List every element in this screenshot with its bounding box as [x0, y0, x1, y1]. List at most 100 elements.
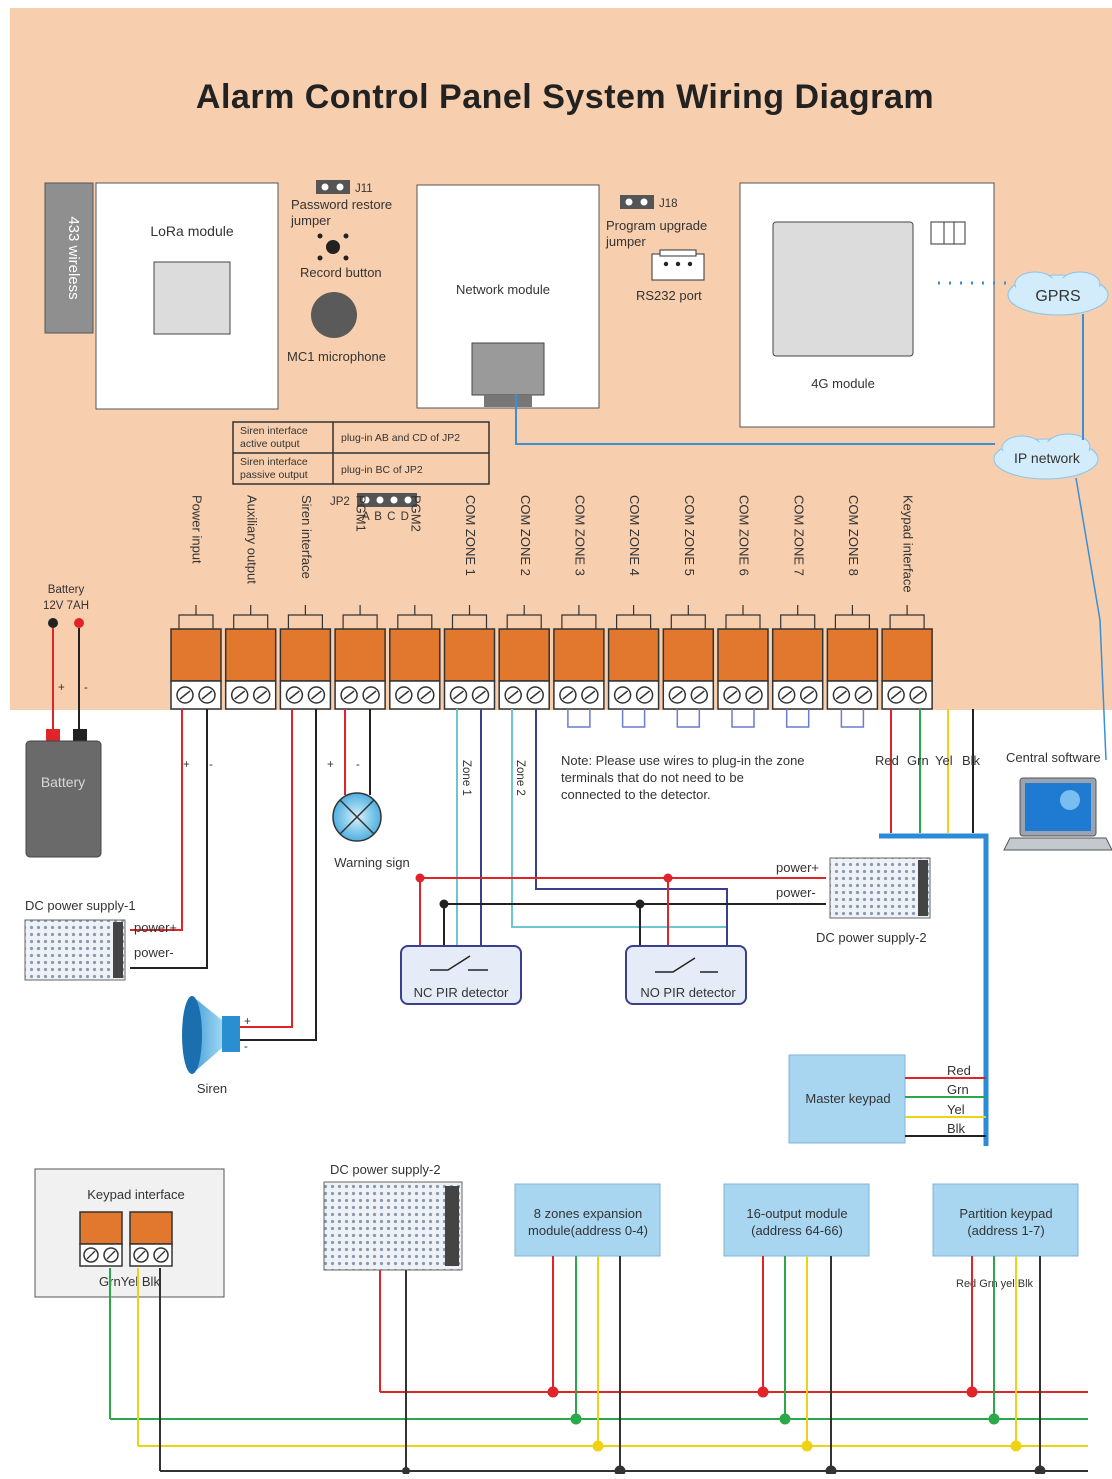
siren-passive-name-1: Siren interface — [240, 456, 308, 468]
terminal-label-13: Keypad interface — [901, 495, 916, 593]
bus-junction — [801, 1440, 813, 1452]
rs232-label: RS232 port — [636, 288, 702, 303]
siren-label: Siren — [197, 1081, 227, 1096]
dc2-minus: power- — [776, 885, 816, 900]
zone-loop-5 — [676, 709, 701, 728]
terminal-1 — [224, 628, 277, 710]
zone1-label: Zone 1 — [460, 760, 472, 796]
sim-card-icon — [930, 221, 966, 245]
terminal-7 — [553, 628, 605, 710]
note-line-3: connected to the detector. — [561, 787, 711, 802]
terminal-12 — [826, 628, 879, 710]
battery-black-terminal — [48, 618, 58, 628]
terminal-label-8: COM ZONE 4 — [627, 495, 642, 576]
zone2-label: Zone 2 — [514, 760, 526, 796]
dc-power-supply-2 — [829, 857, 931, 919]
zone-loop-8 — [840, 709, 865, 728]
battery-spec-1: Battery — [48, 584, 85, 596]
ki-terminal-0 — [79, 1211, 123, 1267]
power-input-plus: + — [183, 759, 190, 771]
terminal-label-2: Siren interface — [299, 495, 314, 579]
zone2-wire-a — [511, 709, 728, 948]
siren-horn-icon — [182, 996, 240, 1074]
pgm-minus: - — [356, 759, 360, 771]
j18-jumper-icon — [620, 195, 654, 209]
4g-chip — [772, 221, 914, 357]
dc-power-supply-2-bottom — [323, 1181, 463, 1271]
terminal-5 — [443, 628, 496, 710]
siren-minus-wire — [238, 709, 317, 1041]
siren-plus: + — [244, 1016, 251, 1028]
no-pir-detector — [625, 945, 747, 1005]
ethernet-cable — [515, 394, 995, 445]
terminal-13 — [881, 628, 933, 710]
terminal-9 — [662, 628, 715, 710]
power-plus-wire — [130, 709, 183, 931]
zone-expansion-module — [514, 1183, 661, 1257]
mk-yel: Yel — [947, 1102, 965, 1117]
terminal-label-11: COM ZONE 7 — [791, 495, 806, 576]
siren-passive-value: plug-in BC of JP2 — [341, 464, 423, 476]
master-keypad — [788, 1054, 906, 1144]
battery-label: Battery — [41, 774, 85, 790]
mk-red: Red — [947, 1063, 971, 1078]
wireless-antenna-strip — [44, 182, 94, 334]
record-button-icon — [317, 233, 349, 261]
siren-passive-name-2: passive output — [240, 469, 308, 481]
microphone-icon — [311, 292, 357, 338]
siren-active-value: plug-in AB and CD of JP2 — [341, 432, 460, 444]
bus-junction — [757, 1386, 769, 1398]
zone-loop-7 — [785, 709, 810, 728]
bottom-bus — [109, 1256, 1088, 1477]
program-jumper-label-2: jumper — [605, 234, 646, 249]
bus-junction — [547, 1386, 559, 1398]
password-jumper-label-1: Password restore — [291, 197, 392, 212]
no-pir-label: NO PIR detector — [640, 985, 736, 1000]
terminal-0 — [170, 628, 222, 710]
diagram-title: Alarm Control Panel System Wiring Diagra… — [196, 78, 934, 116]
terminal-label-4: PGM2 — [408, 495, 423, 532]
jp2-header-icon — [357, 493, 417, 507]
output16-label-2: (address 64-66) — [751, 1223, 843, 1238]
lora-module-label: LoRa module — [150, 223, 233, 239]
pgm-plus: + — [327, 759, 334, 771]
terminal-label-10: COM ZONE 6 — [737, 495, 752, 576]
siren-minus: - — [244, 1041, 248, 1053]
kw-blk: Blk — [962, 753, 981, 768]
partition-keypad — [932, 1183, 1079, 1257]
mk-blk: Blk — [947, 1121, 966, 1136]
jp2-label: JP2 — [330, 496, 350, 508]
zone-loop-6 — [731, 709, 755, 728]
terminal-2 — [279, 628, 332, 710]
dc1-plus: power+ — [134, 920, 177, 935]
siren-active-name-1: Siren interface — [240, 425, 308, 437]
wireless-label: 433 wireless — [65, 216, 82, 299]
jp2-pins: A B C D — [362, 511, 410, 523]
expansion-label-1: 8 zones expansion — [534, 1206, 642, 1221]
battery-plus-post — [46, 729, 60, 742]
terminal-label-0: Power input — [190, 495, 205, 564]
lora-chip — [153, 261, 231, 335]
terminal-10 — [717, 628, 769, 710]
note-line-1: Note: Please use wires to plug-in the zo… — [561, 753, 805, 768]
partition-label-2: (address 1-7) — [967, 1223, 1044, 1238]
terminal-6 — [498, 628, 550, 710]
ip-network-cloud — [993, 433, 1099, 480]
gprs-cloud — [1007, 271, 1109, 316]
dc2-plus: power+ — [776, 860, 819, 875]
dc1-title: DC power supply-1 — [25, 898, 136, 913]
record-button-label: Record button — [300, 265, 382, 280]
bus-junction — [592, 1440, 604, 1452]
central-software-label: Central software — [1006, 750, 1101, 765]
terminal-label-7: COM ZONE 3 — [572, 495, 587, 576]
battery-minus-sign: - — [84, 682, 88, 694]
expansion-label-2: module(address 0-4) — [528, 1223, 648, 1238]
mk-grn: Grn — [947, 1082, 969, 1097]
bus-junction — [614, 1465, 626, 1477]
keypad-if-wires: GrnYel Blk — [99, 1274, 160, 1289]
terminal-label-5: COM ZONE 1 — [463, 495, 478, 576]
nc-pir-detector — [400, 945, 522, 1005]
laptop-icon — [1003, 777, 1112, 851]
